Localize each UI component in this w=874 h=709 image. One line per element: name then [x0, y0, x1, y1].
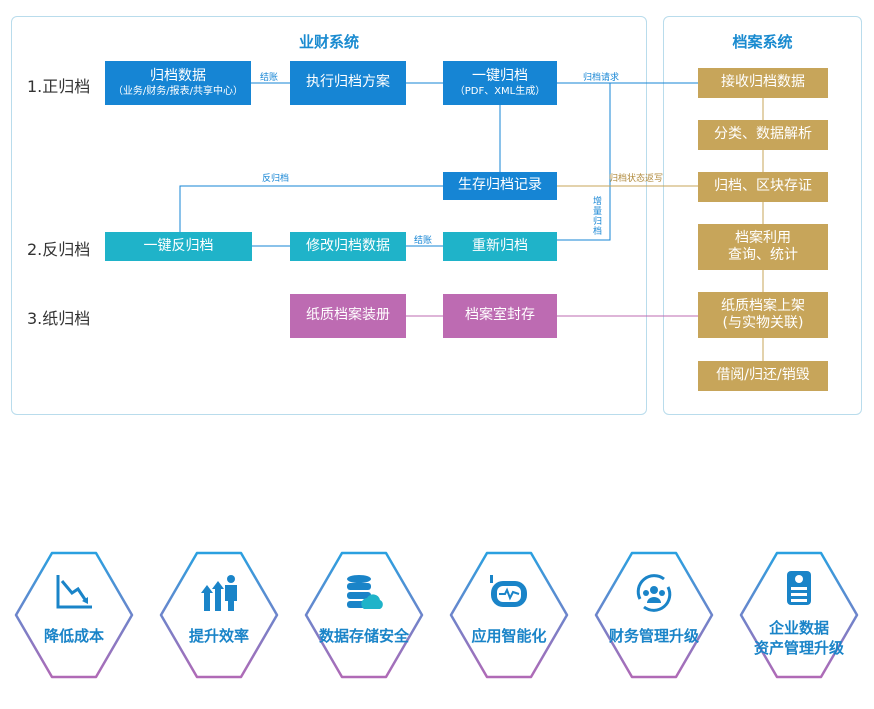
- edge-label-incremental: 增量归档: [591, 196, 601, 236]
- feature-label: 数据存储安全: [318, 627, 409, 645]
- feature-label: 应用智能化: [471, 627, 547, 645]
- feature-data-asset: 企业数据 资产管理升级: [737, 549, 861, 681]
- utilize-label-2: 查询、统计: [728, 247, 798, 263]
- archive-data-box: 归档数据 （业务/财务/报表/共享中心）: [105, 61, 251, 105]
- archive-room-box: 档案室封存: [443, 294, 557, 338]
- shelve-box: 纸质档案上架 (与实物关联): [698, 292, 828, 338]
- utilize-label-1: 档案利用: [735, 229, 791, 246]
- rearchive-label: 重新归档: [472, 237, 528, 254]
- business-finance-title: 业财系统: [298, 33, 359, 51]
- receive-data-label: 接收归档数据: [721, 74, 805, 91]
- paper-binding-box: 纸质档案装册: [290, 294, 406, 338]
- efficiency-up-icon: [201, 575, 237, 611]
- row-label-paper: 3.纸归档: [27, 309, 91, 328]
- team-cycle-icon: [636, 574, 672, 612]
- utilize-box: 档案利用 查询、统计: [698, 224, 828, 270]
- classify-label: 分类、数据解析: [714, 126, 812, 143]
- feature-label: 财务管理升级: [608, 627, 699, 645]
- save-record-box: 生存归档记录: [443, 172, 557, 200]
- execute-plan-box: 执行归档方案: [290, 61, 406, 105]
- modify-data-box: 修改归档数据: [290, 232, 406, 261]
- feature-label: 企业数据 资产管理升级: [737, 619, 861, 658]
- edge-label-reverse: 反归档: [262, 174, 290, 184]
- feature-data-security: 数据存储安全: [302, 549, 426, 681]
- one-click-archive-sublabel: （PDF、XML生成）: [454, 85, 546, 97]
- feature-label-line-2: 资产管理升级: [753, 638, 844, 657]
- archive-data-sublabel: （业务/财务/报表/共享中心）: [112, 85, 244, 97]
- one-click-reverse-label: 一键反归档: [143, 237, 214, 254]
- feature-label-line-1: 企业数据: [768, 619, 829, 637]
- borrow-label: 借阅/归还/销毁: [716, 367, 810, 384]
- modify-data-label: 修改归档数据: [306, 237, 390, 254]
- blockchain-box: 归档、区块存证: [698, 172, 828, 202]
- server-icon: [787, 571, 811, 605]
- row-label-positive: 1.正归档: [27, 77, 91, 96]
- archive-data-label: 归档数据: [150, 68, 206, 84]
- row-label-reverse: 2.反归档: [27, 240, 91, 259]
- execute-plan-label: 执行归档方案: [306, 74, 390, 91]
- feature-cost-down: 降低成本: [12, 549, 136, 681]
- archive-system-title: 档案系统: [732, 33, 793, 51]
- rearchive-box: 重新归档: [443, 232, 557, 261]
- paper-binding-label: 纸质档案装册: [306, 307, 390, 324]
- shelve-label-2: (与实物关联): [722, 315, 804, 331]
- feature-label: 提升效率: [188, 627, 249, 645]
- robot-icon: [490, 575, 527, 607]
- feature-label: 降低成本: [43, 627, 104, 645]
- database-cloud-icon: [347, 575, 383, 609]
- borrow-box: 借阅/归还/销毁: [698, 361, 828, 391]
- cost-down-icon: [56, 575, 92, 609]
- one-click-archive-box: 一键归档 （PDF、XML生成）: [443, 61, 557, 105]
- one-click-reverse-box: 一键反归档: [105, 232, 252, 261]
- feature-finance-upgrade: 财务管理升级: [592, 549, 716, 681]
- one-click-archive-label: 一键归档: [472, 68, 528, 84]
- edge-label-request: 归档请求: [583, 73, 620, 83]
- feature-efficiency: 提升效率: [157, 549, 281, 681]
- edge-label-writeback: 归档状态返写: [609, 174, 664, 184]
- edge-label-settle-1: 结账: [260, 73, 279, 83]
- save-record-label: 生存归档记录: [458, 177, 542, 194]
- receive-data-box: 接收归档数据: [698, 68, 828, 98]
- blockchain-label: 归档、区块存证: [714, 178, 812, 195]
- shelve-label-1: 纸质档案上架: [721, 297, 805, 314]
- edge-label-settle-2: 结账: [414, 236, 433, 246]
- feature-intelligent: 应用智能化: [447, 549, 571, 681]
- archive-room-label: 档案室封存: [465, 307, 535, 324]
- classify-box: 分类、数据解析: [698, 120, 828, 150]
